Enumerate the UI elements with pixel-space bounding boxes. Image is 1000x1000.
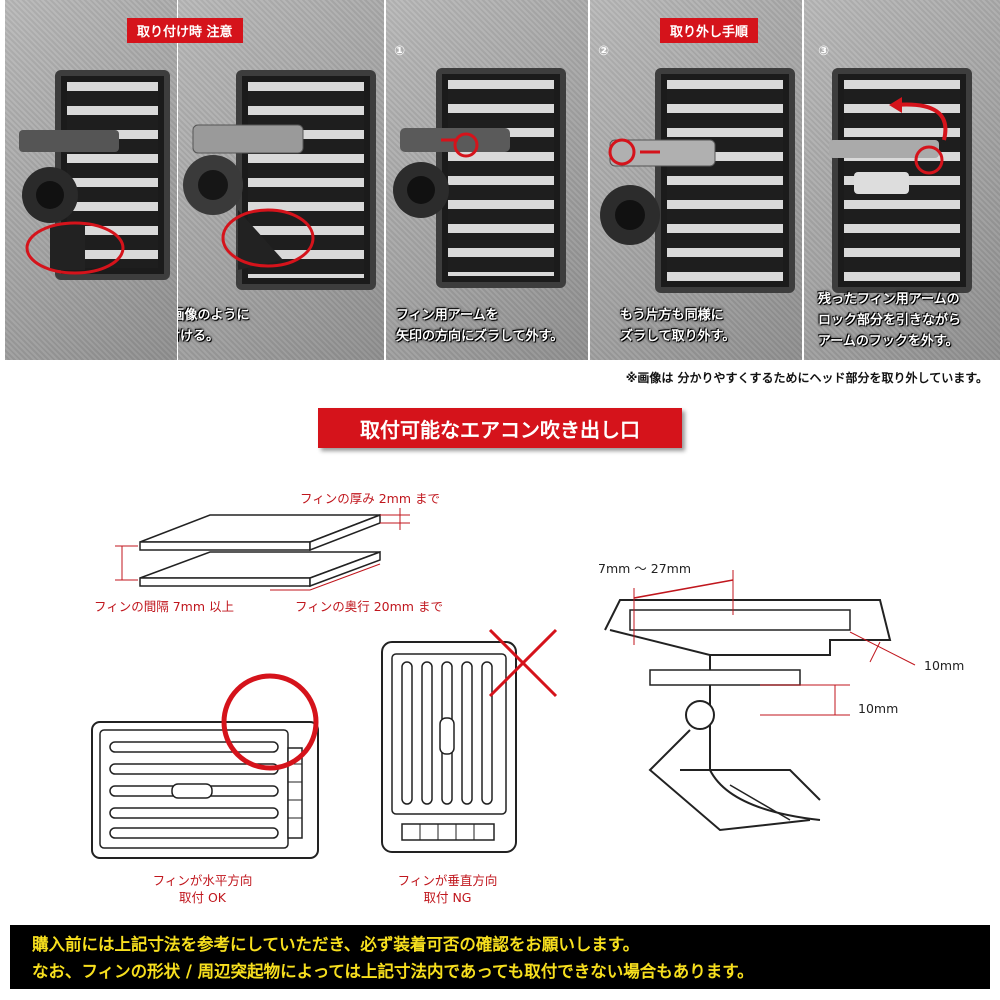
footer-line-1: 購入前には上記寸法を参考にしていただき、必ず装着可否の確認をお願いします。	[32, 935, 640, 954]
photo-step-2: ② もう片方も同様に ズラして取り外す。	[590, 0, 802, 360]
vent-vertical-ng	[381, 641, 517, 853]
ok-circle-icon	[221, 673, 319, 771]
mount-image	[183, 124, 315, 270]
ok-label-line2: 取付 OK	[178, 890, 226, 905]
ng-label-line2: 取付 NG	[423, 890, 472, 905]
clip-dim-b-label: 10mm	[858, 701, 899, 716]
mount-image	[19, 130, 125, 275]
ng-label-line1: フィンが垂直方向	[397, 873, 498, 888]
step-number: ①	[394, 44, 406, 59]
step2-caption: もう片方も同様に ズラして取り外す。	[620, 308, 736, 344]
photo-step-3: ③ 残ったフィン用アームの ロック部分を引きながら アームのフックを外す。	[804, 0, 1000, 360]
photo-note: ※画像は 分かりやすくするためにヘッド部分を取り外しています。	[625, 371, 988, 385]
footer-notice: 購入前には上記寸法を参考にしていただき、必ず装着可否の確認をお願いします。 なお…	[10, 925, 990, 989]
fin-thickness-label: フィンの厚み 2mm まで	[300, 491, 441, 506]
clip-range-label: 7mm 〜 27mm	[598, 561, 692, 576]
section-title: 取付可能なエアコン吹き出し口	[318, 408, 682, 448]
mount-image	[829, 97, 948, 194]
fin-spacing-label: フィンの間隔 7mm 以上	[94, 599, 235, 614]
clip-dim-a-label: 10mm	[924, 658, 965, 673]
install-caption: 支えスタンド部が 画像のように 当たるように取り付ける。	[178, 308, 250, 344]
removal-steps-tag: 取り外し手順	[660, 18, 759, 43]
step-number: ③	[818, 44, 830, 59]
fin-depth-label: フィンの奥行 20mm まで	[295, 599, 443, 614]
step3-caption: 残ったフィン用アームの ロック部分を引きながら アームのフックを外す。	[818, 292, 962, 349]
ok-label-line1: フィンが水平方向	[152, 873, 253, 888]
install-caution-tag: 取り付け時 注意	[127, 18, 243, 43]
ng-cross-icon	[488, 628, 558, 698]
footer-line-2: なお、フィンの形状 / 周辺突起物によっては上記寸法内であっても取付できない場合…	[32, 962, 754, 981]
step1-caption: フィン用アームを 矢印の方向にズラして外す。	[396, 308, 564, 344]
mount-image	[393, 128, 510, 218]
photo-install-2: 支えスタンド部が 画像のように 当たるように取り付ける。	[178, 0, 384, 360]
photo-step-1: ① フィン用アームを 矢印の方向にズラして外す。	[386, 0, 588, 360]
step-number: ②	[598, 44, 610, 59]
mount-image	[600, 138, 716, 245]
clip-diagram	[604, 570, 916, 832]
fin-diagram	[115, 508, 410, 591]
photo-install-1	[5, 0, 177, 360]
